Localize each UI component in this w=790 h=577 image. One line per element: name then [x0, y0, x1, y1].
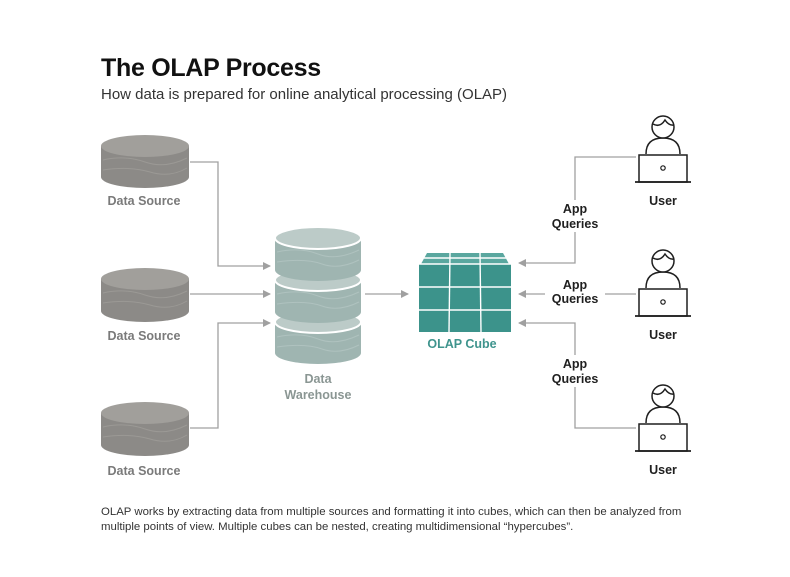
- olap-cube-label: OLAP Cube: [427, 337, 496, 351]
- app-queries-label-line2: Queries: [552, 292, 599, 306]
- warehouse-icon: [274, 226, 362, 364]
- app-queries-label-line1: App: [563, 357, 588, 371]
- user-label: User: [649, 194, 677, 208]
- app-queries-label-line1: App: [563, 202, 588, 216]
- diagram-subtitle: How data is prepared for online analytic…: [101, 86, 508, 103]
- database-icon: [101, 268, 189, 322]
- olap-cube: OLAP Cube: [419, 252, 511, 351]
- user-icon: [645, 249, 681, 289]
- diagram-caption: OLAP works by extracting data from multi…: [101, 506, 682, 533]
- olap-cube-icon: [419, 252, 511, 333]
- app-queries-1: App Queries: [548, 200, 602, 232]
- diagram-title: The OLAP Process: [101, 54, 321, 82]
- laptop-icon: [635, 288, 691, 317]
- data-source-3: Data Source: [101, 402, 189, 478]
- data-source-label: Data Source: [108, 329, 181, 343]
- data-source-label: Data Source: [108, 464, 181, 478]
- source-connectors: [190, 161, 409, 429]
- data-source-1: Data Source: [101, 135, 189, 208]
- warehouse-label-line1: Data: [304, 372, 332, 386]
- data-source-label: Data Source: [108, 194, 181, 208]
- app-queries-3: App Queries: [548, 355, 602, 387]
- app-queries-label-line2: Queries: [552, 217, 599, 231]
- laptop-icon: [635, 154, 691, 183]
- database-icon: [101, 402, 189, 456]
- warehouse-label-line2: Warehouse: [285, 388, 352, 402]
- user-icon: [645, 384, 681, 424]
- data-warehouse: Data Warehouse: [274, 226, 362, 402]
- app-queries-label-line1: App: [563, 278, 588, 292]
- user-2: User: [635, 249, 691, 342]
- app-queries-2: App Queries: [545, 277, 605, 311]
- connector-source-1: [190, 161, 271, 270]
- user-3: User: [635, 384, 691, 477]
- database-icon: [101, 135, 189, 188]
- user-1: User: [635, 115, 691, 208]
- user-label: User: [649, 328, 677, 342]
- laptop-icon: [635, 423, 691, 452]
- connector-source-3: [190, 319, 271, 429]
- user-icon: [645, 115, 681, 155]
- app-queries-label-line2: Queries: [552, 372, 599, 386]
- user-label: User: [649, 463, 677, 477]
- data-source-2: Data Source: [101, 268, 189, 343]
